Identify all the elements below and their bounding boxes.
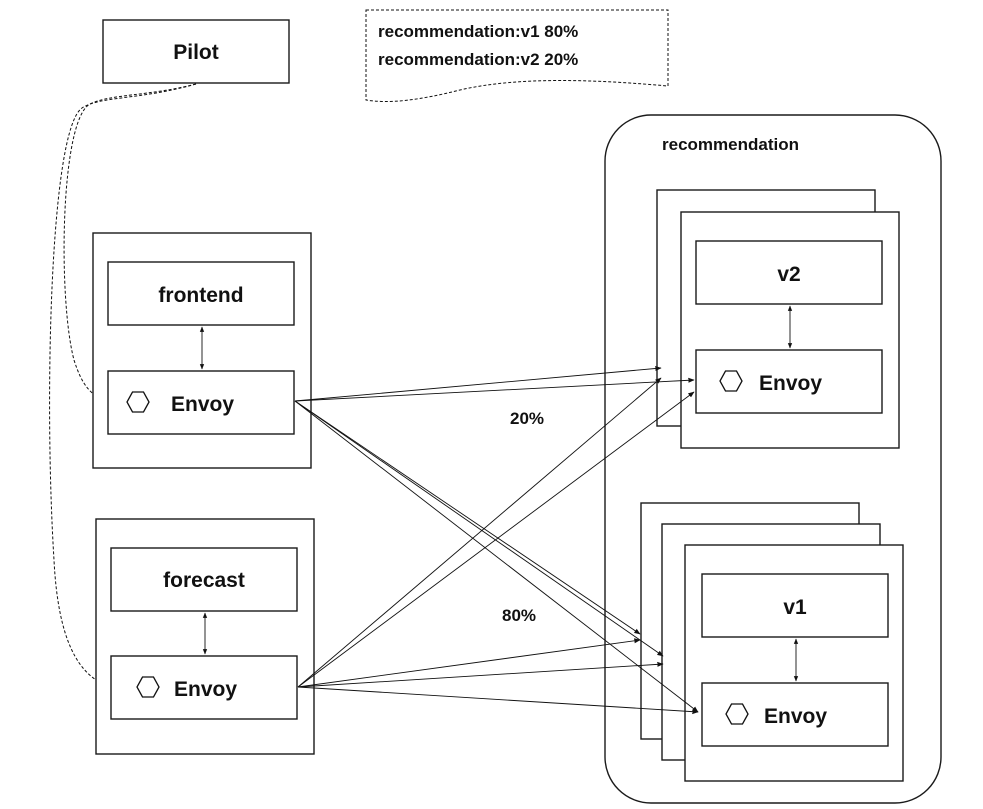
recommendation-label: recommendation	[662, 135, 799, 154]
v1-weight-label: 80%	[502, 606, 536, 625]
v2-envoy-label: Envoy	[759, 372, 822, 395]
frontend-traffic-edges	[294, 365, 699, 713]
v2-service-box	[695, 240, 883, 305]
forecast-traffic-edges	[297, 377, 699, 715]
frontend-label: frontend	[158, 284, 243, 307]
routing-note: recommendation:v1 80% recommendation:v2 …	[365, 9, 669, 102]
v1-label: v1	[783, 596, 807, 619]
pilot-config-lines	[49, 83, 197, 687]
frontend-envoy-label: Envoy	[171, 393, 234, 416]
routing-note-line-v1: recommendation:v1 80%	[378, 22, 578, 41]
v1-service-box	[701, 573, 889, 638]
frontend-pod: frontend Envoy	[92, 232, 312, 469]
forecast-service-box	[110, 547, 298, 612]
v1-envoy-label: Envoy	[764, 705, 827, 728]
v2-weight-label: 20%	[510, 409, 544, 428]
forecast-envoy-label: Envoy	[174, 678, 237, 701]
pilot-box: Pilot	[102, 19, 290, 84]
routing-note-line-v2: recommendation:v2 20%	[378, 50, 578, 69]
hexagon-icon	[126, 391, 150, 413]
frontend-service-box	[107, 261, 295, 326]
forecast-label: forecast	[163, 569, 245, 592]
v2-label: v2	[777, 263, 800, 286]
hexagon-icon	[725, 703, 749, 725]
pilot-label: Pilot	[173, 41, 219, 64]
recommendation-group: recommendation v2 Envoy v1 Envoy	[604, 114, 942, 804]
hexagon-icon	[719, 370, 743, 392]
forecast-pod: forecast Envoy	[95, 518, 315, 755]
hexagon-icon	[136, 676, 160, 698]
